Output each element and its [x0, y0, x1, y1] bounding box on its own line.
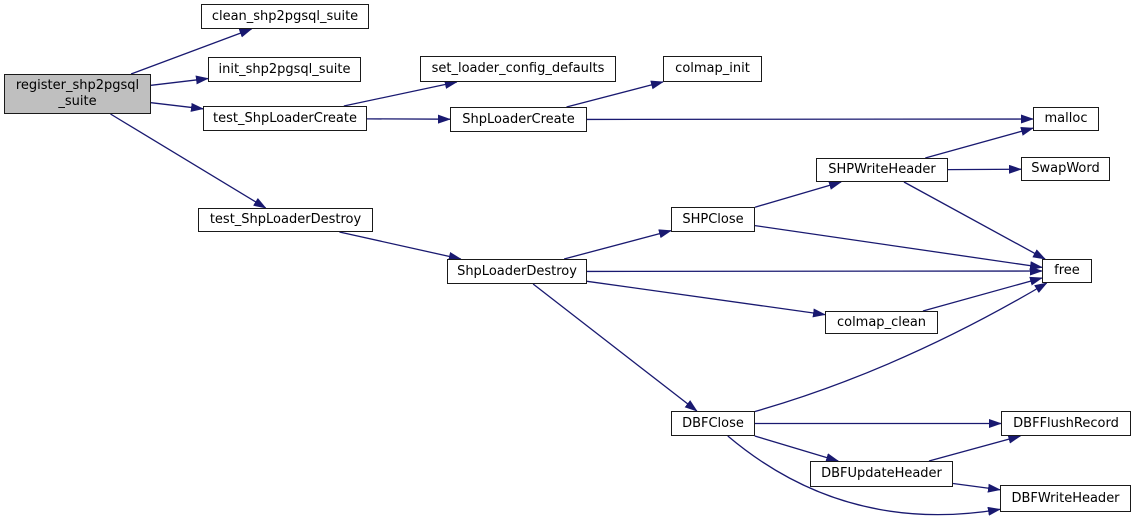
edge-ShpLoaderDestroy-to-colmap_clean	[586, 280, 826, 318]
node-colmap_init[interactable]: colmap_init	[663, 56, 762, 82]
node-label: test_ShpLoaderCreate	[213, 110, 357, 126]
node-DBFWriteHeader[interactable]: DBFWriteHeader	[1000, 485, 1131, 512]
edge-test_ShpLoaderDestroy-to-ShpLoaderDestroy	[339, 231, 462, 261]
edge-ShpLoaderCreate-to-colmap_init	[566, 80, 664, 108]
node-set_loader_config_defaults[interactable]: set_loader_config_defaults	[420, 56, 616, 82]
node-ShpLoaderDestroy[interactable]: ShpLoaderDestroy	[447, 259, 587, 284]
node-DBFClose[interactable]: DBFClose	[671, 411, 755, 436]
node-DBFUpdateHeader[interactable]: DBFUpdateHeader	[810, 461, 953, 487]
edge-ShpLoaderDestroy-to-SHPClose	[563, 229, 672, 260]
node-label: clean_shp2pgsql_suite	[211, 8, 359, 24]
node-label: colmap_init	[675, 61, 750, 77]
node-test_ShpLoaderDestroy[interactable]: test_ShpLoaderDestroy	[198, 208, 373, 232]
edge-SHPClose-to-free	[754, 224, 1043, 271]
node-label: init_shp2pgsql_suite	[218, 61, 351, 77]
node-label: SHPClose	[682, 211, 744, 227]
edge-SHPWriteHeader-to-malloc	[925, 127, 1034, 159]
node-label: colmap_clean	[836, 314, 927, 330]
node-label: DBFWriteHeader	[1011, 490, 1120, 506]
node-SHPClose[interactable]: SHPClose	[671, 207, 755, 232]
node-label: DBFFlushRecord	[1013, 415, 1119, 431]
edge-SHPWriteHeader-to-free	[903, 181, 1046, 260]
edge-colmap_clean-to-free	[922, 276, 1043, 312]
node-register_shp2pgsql_suite[interactable]: register_shp2pgsql_suite	[4, 74, 151, 114]
edge-register_shp2pgsql_suite-to-test_ShpLoaderCreate	[150, 102, 204, 112]
node-init_shp2pgsql_suite[interactable]: init_shp2pgsql_suite	[208, 57, 361, 82]
edge-SHPClose-to-SHPWriteHeader	[754, 181, 842, 208]
node-SwapWord[interactable]: SwapWord	[1021, 157, 1110, 181]
node-SHPWriteHeader[interactable]: SHPWriteHeader	[816, 158, 948, 182]
node-test_ShpLoaderCreate[interactable]: test_ShpLoaderCreate	[203, 106, 367, 131]
node-ShpLoaderCreate[interactable]: ShpLoaderCreate	[450, 107, 587, 132]
node-label: set_loader_config_defaults	[431, 61, 605, 77]
node-colmap_clean[interactable]: colmap_clean	[825, 311, 938, 334]
edge-register_shp2pgsql_suite-to-init_shp2pgsql_suite	[150, 75, 209, 86]
node-label: malloc	[1044, 111, 1088, 127]
node-label: DBFClose	[682, 415, 744, 431]
edge-DBFUpdateHeader-to-DBFFlushRecord	[928, 434, 1022, 462]
node-label: DBFUpdateHeader	[821, 466, 942, 482]
node-clean_shp2pgsql_suite[interactable]: clean_shp2pgsql_suite	[201, 4, 369, 29]
edge-test_ShpLoaderCreate-to-set_loader_config_defaults	[343, 80, 458, 107]
node-label: _suite	[58, 94, 97, 109]
node-label: register_shp2pgsql	[15, 78, 140, 94]
node-label: SwapWord	[1031, 161, 1100, 177]
node-label: SHPWriteHeader	[828, 162, 936, 178]
edge-ShpLoaderDestroy-to-DBFClose	[532, 283, 698, 412]
node-label: free	[1054, 263, 1080, 279]
node-label: ShpLoaderDestroy	[457, 263, 577, 279]
node-malloc[interactable]: malloc	[1033, 107, 1099, 131]
node-DBFFlushRecord[interactable]: DBFFlushRecord	[1001, 411, 1131, 436]
edge-DBFClose-to-free	[754, 282, 1048, 413]
edge-DBFClose-to-DBFUpdateHeader	[754, 435, 840, 462]
edge-DBFUpdateHeader-to-DBFWriteHeader	[952, 482, 1001, 493]
node-label: test_ShpLoaderDestroy	[209, 212, 362, 228]
node-label: ShpLoaderCreate	[462, 111, 575, 127]
node-free[interactable]: free	[1042, 259, 1092, 283]
